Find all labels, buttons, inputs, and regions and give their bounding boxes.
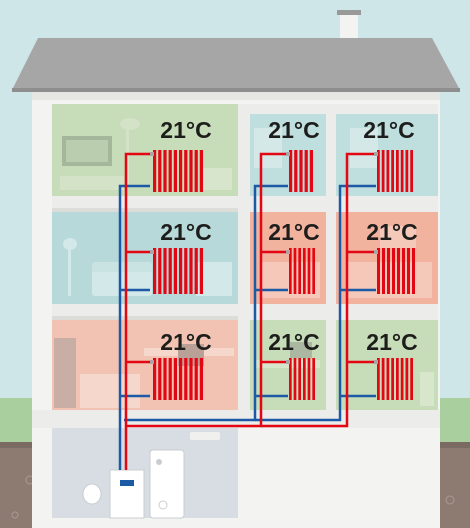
- temperature-label-middle-right: 21°C: [366, 219, 417, 245]
- temperature-label-bottom-left: 21°C: [160, 329, 211, 355]
- temperature-label-top-middle: 21°C: [268, 117, 319, 143]
- shelf-icon: [420, 372, 434, 406]
- chimney: [340, 12, 358, 42]
- boiler-icon: [110, 470, 144, 518]
- temperature-label-top-left: 21°C: [160, 117, 211, 143]
- temperature-label-bottom-right: 21°C: [366, 329, 417, 355]
- water-tank-icon: [150, 450, 184, 518]
- basement: [52, 428, 238, 518]
- temperature-label-middle-left: 21°C: [160, 219, 211, 245]
- temperature-label-bottom-middle: 21°C: [268, 329, 319, 355]
- roof: [12, 38, 460, 90]
- temperature-label-top-right: 21°C: [363, 117, 414, 143]
- expansion-vessel-icon: [83, 484, 101, 504]
- temperature-label-middle-middle: 21°C: [268, 219, 319, 245]
